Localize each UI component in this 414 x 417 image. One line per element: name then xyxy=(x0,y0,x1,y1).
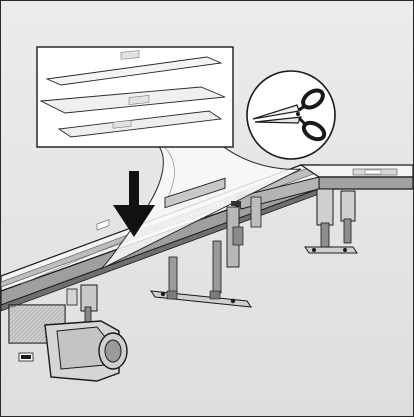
sheets-inset-panel xyxy=(36,46,234,148)
protective-sheet-3 xyxy=(57,110,223,138)
support-bracket xyxy=(226,206,244,268)
support-foot-a xyxy=(80,284,98,330)
drain-outlet xyxy=(8,288,128,382)
support-foot-b xyxy=(149,177,253,308)
adjustable-feet xyxy=(80,177,358,330)
down-arrow-icon xyxy=(113,171,155,237)
corner-label-plate xyxy=(364,169,382,175)
protective-sheet-1 xyxy=(45,56,223,86)
channel-detail-marks xyxy=(96,201,241,231)
scissors-icon xyxy=(246,70,336,160)
support-foot-c xyxy=(304,188,358,254)
